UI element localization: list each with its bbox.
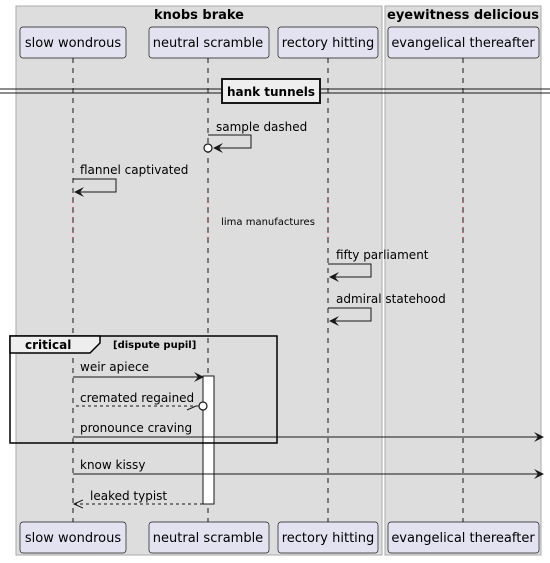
message-label: cremated regained <box>80 391 194 405</box>
message-leaked-typist: leaked typist <box>74 489 203 504</box>
message-label: fifty parliament <box>336 248 429 262</box>
message-cremated-regained: cremated regained <box>73 391 208 411</box>
participant-rectory-hitting-top[interactable]: rectory hitting <box>277 26 379 59</box>
lifelines <box>72 58 464 522</box>
circle-endpoint <box>203 143 213 153</box>
participant-slow-wondrous-top[interactable]: slow wondrous <box>19 26 127 59</box>
participant-label: neutral scramble <box>153 36 263 51</box>
participant-label: slow wondrous <box>25 36 121 51</box>
message-label: admiral statehood <box>336 292 446 306</box>
divider-label: hank tunnels <box>227 85 315 99</box>
message-label: pronounce craving <box>80 421 192 435</box>
message-label: weir apiece <box>80 360 149 374</box>
participant-slow-wondrous-bottom[interactable]: slow wondrous <box>19 521 127 554</box>
message-pronounce-craving: pronounce craving <box>73 421 544 442</box>
message-know-kissy: know kissy <box>73 458 544 479</box>
message-admiral-statehood: admiral statehood <box>328 292 446 326</box>
participant-evangelical-thereafter-bottom[interactable]: evangelical thereafter <box>387 521 540 554</box>
message-fifty-parliament: fifty parliament <box>328 248 429 282</box>
message-flannel-captivated: flannel captivated <box>73 163 188 197</box>
fragment-keyword: critical <box>25 338 71 352</box>
message-label: leaked typist <box>90 489 167 503</box>
message-weir-apiece: weir apiece <box>73 360 204 382</box>
participant-rectory-hitting-bottom[interactable]: rectory hitting <box>277 521 379 554</box>
participant-neutral-scramble-bottom[interactable]: neutral scramble <box>148 521 270 554</box>
message-label: sample dashed <box>216 120 307 134</box>
participant-label: slow wondrous <box>25 531 121 546</box>
message-sample-dashed: sample dashed <box>203 120 307 153</box>
participant-label: evangelical thereafter <box>391 531 535 546</box>
delay-label: lima manufactures <box>221 217 315 228</box>
fragment-critical: critical [dispute pupil] <box>9 335 278 444</box>
delay: lima manufactures <box>72 197 464 240</box>
box-title: knobs brake <box>154 8 244 23</box>
participant-label: rectory hitting <box>282 36 375 51</box>
message-label: know kissy <box>80 458 145 472</box>
fragment-condition: [dispute pupil] <box>113 340 196 351</box>
participant-label: rectory hitting <box>282 531 375 546</box>
participant-label: evangelical thereafter <box>391 36 535 51</box>
participant-evangelical-thereafter-top[interactable]: evangelical thereafter <box>387 26 540 59</box>
message-label: flannel captivated <box>80 163 188 177</box>
participant-label: neutral scramble <box>153 531 263 546</box>
box-title: eyewitness delicious <box>387 8 539 23</box>
activation-bar <box>202 375 215 505</box>
divider: hank tunnels <box>0 78 550 104</box>
circle-endpoint <box>198 401 208 411</box>
participant-neutral-scramble-top[interactable]: neutral scramble <box>148 26 270 59</box>
box-knobs-brake: knobs brake <box>15 5 383 556</box>
